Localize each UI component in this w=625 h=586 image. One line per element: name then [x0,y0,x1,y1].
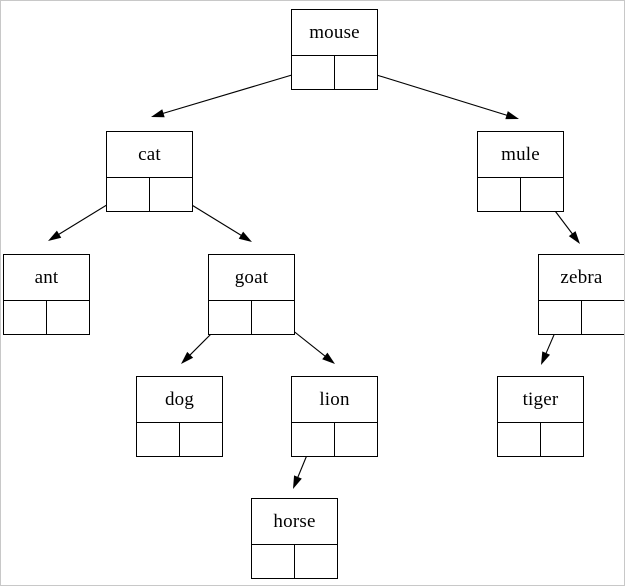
left-pointer-cell[interactable] [4,301,47,334]
edge-arrowhead-icon [541,351,551,365]
tree-node-mule[interactable]: mule [477,131,564,212]
tree-node-goat[interactable]: goat [208,254,295,335]
right-pointer-cell[interactable] [541,423,584,456]
tree-node-label: horse [252,499,337,545]
edge-arrowhead-icon [293,475,302,489]
right-pointer-cell[interactable] [582,301,625,334]
tree-node-cat[interactable]: cat [106,131,193,212]
tree-node-pointer-row [498,423,583,456]
tree-node-ant[interactable]: ant [3,254,90,335]
right-pointer-cell[interactable] [335,56,378,89]
right-pointer-cell[interactable] [252,301,295,334]
tree-edge-mouse-to-cat [151,68,313,118]
tree-edge-mouse-to-mule [353,67,519,120]
left-pointer-cell[interactable] [252,545,295,578]
tree-node-label: ant [4,255,89,301]
tree-node-pointer-row [252,545,337,578]
edge-line [160,68,313,115]
left-pointer-cell[interactable] [478,178,521,211]
right-pointer-cell[interactable] [521,178,564,211]
edge-arrowhead-icon [568,231,580,244]
left-pointer-cell[interactable] [292,423,335,456]
edge-arrowhead-icon [505,111,519,120]
right-pointer-cell[interactable] [150,178,193,211]
tree-node-pointer-row [107,178,192,211]
tree-node-horse[interactable]: horse [251,498,338,579]
tree-node-label: lion [292,377,377,423]
tree-node-pointer-row [209,301,294,334]
right-pointer-cell[interactable] [180,423,223,456]
tree-node-dog[interactable]: dog [136,376,223,457]
tree-node-pointer-row [539,301,624,334]
tree-node-label: dog [137,377,222,423]
left-pointer-cell[interactable] [498,423,541,456]
tree-node-label: mule [478,132,563,178]
right-pointer-cell[interactable] [335,423,378,456]
tree-node-pointer-row [4,301,89,334]
edge-arrowhead-icon [322,352,335,364]
tree-node-zebra[interactable]: zebra [538,254,624,335]
right-pointer-cell[interactable] [295,545,338,578]
left-pointer-cell[interactable] [137,423,180,456]
tree-node-mouse[interactable]: mouse [291,9,378,90]
tree-node-pointer-row [137,423,222,456]
tree-node-label: goat [209,255,294,301]
tree-node-pointer-row [478,178,563,211]
edge-arrowhead-icon [181,351,194,364]
left-pointer-cell[interactable] [107,178,150,211]
edge-arrowhead-icon [238,231,252,242]
edge-arrowhead-icon [151,109,165,118]
tree-node-label: cat [107,132,192,178]
edge-arrowhead-icon [48,230,62,241]
left-pointer-cell[interactable] [539,301,582,334]
tree-node-label: zebra [539,255,624,301]
left-pointer-cell[interactable] [292,56,335,89]
tree-node-pointer-row [292,423,377,456]
tree-node-label: mouse [292,10,377,56]
tree-node-tiger[interactable]: tiger [497,376,584,457]
tree-node-pointer-row [292,56,377,89]
right-pointer-cell[interactable] [47,301,90,334]
left-pointer-cell[interactable] [209,301,252,334]
tree-node-lion[interactable]: lion [291,376,378,457]
tree-node-label: tiger [498,377,583,423]
